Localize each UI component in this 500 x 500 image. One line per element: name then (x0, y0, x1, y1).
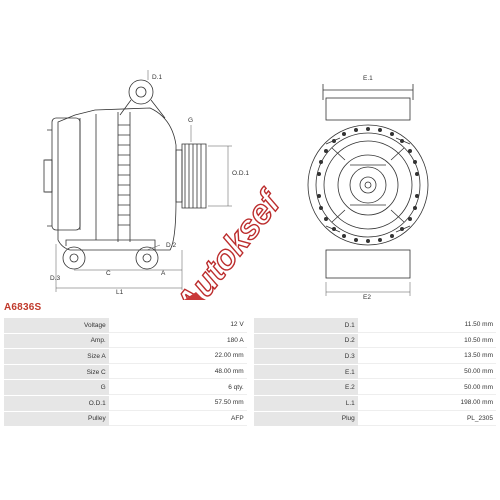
spec-value: 6 qty. (108, 380, 247, 395)
spec-gap (246, 364, 254, 380)
spec-label: D.1 (253, 318, 358, 333)
label-d3: D.3 (50, 275, 61, 282)
spec-label: Amp. (4, 333, 109, 349)
autoksef-watermark: Autoksef (167, 181, 291, 300)
spec-label: D.3 (253, 349, 358, 364)
spec-label: G (4, 380, 109, 395)
spec-value: 10.50 mm (357, 333, 496, 349)
spec-label: E.2 (253, 380, 358, 395)
spec-label: O.D.1 (4, 395, 109, 411)
spec-value: 50.00 mm (357, 380, 496, 395)
spec-label: Size C (4, 364, 109, 380)
spec-value: 12 V (108, 318, 247, 333)
label-a: A (161, 270, 166, 277)
spec-gap (246, 411, 254, 427)
watermark-text: Autoksef (168, 182, 290, 300)
label-c: C (106, 270, 111, 277)
spec-gap (246, 349, 254, 364)
spec-label: Pulley (4, 411, 109, 427)
side-dimensions (55, 70, 232, 292)
alternator-drawing: D.1 G O.D.1 D.2 D.3 C A L1 (43, 70, 429, 300)
label-d2: D.2 (166, 242, 177, 249)
spec-label: Voltage (4, 318, 109, 333)
spec-value: 13.50 mm (357, 349, 496, 364)
spec-label: E.1 (253, 364, 358, 380)
spec-label: Size A (4, 349, 109, 364)
front-view (307, 84, 429, 279)
front-dimensions (325, 282, 411, 296)
spec-value: 22.00 mm (108, 349, 247, 364)
label-d1: D.1 (152, 74, 163, 81)
front-teeth (317, 127, 419, 243)
spec-gap (246, 333, 254, 349)
spec-label: L.1 (253, 395, 358, 411)
label-l1: L1 (116, 289, 124, 296)
label-od1: O.D.1 (232, 170, 249, 177)
spec-value: 48.00 mm (108, 364, 247, 380)
part-code: A6836S (4, 302, 42, 313)
spec-value: 11.50 mm (357, 318, 496, 333)
spec-label: D.2 (253, 333, 358, 349)
spec-value: 57.50 mm (108, 395, 247, 411)
spec-value: 50.00 mm (357, 364, 496, 380)
label-g: G (188, 117, 193, 124)
spec-value: 198.00 mm (357, 395, 496, 411)
label-e2: E2 (363, 294, 371, 300)
spec-value: PL_2305 (357, 411, 496, 427)
spec-label: Plug (253, 411, 358, 427)
spec-gap (246, 395, 254, 411)
side-view (43, 79, 207, 270)
spec-value: 180 A (108, 333, 247, 349)
spec-gap (246, 318, 254, 333)
spec-gap (246, 380, 254, 395)
spec-value: AFP (108, 411, 247, 427)
label-e1: E.1 (363, 75, 373, 82)
